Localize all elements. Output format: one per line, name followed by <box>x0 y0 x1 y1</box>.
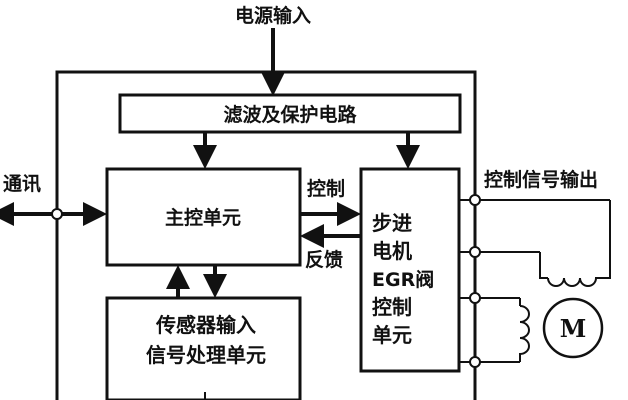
power-input-label: 电源输入 <box>235 4 311 27</box>
sensor-line-2: 信号处理单元 <box>146 343 266 367</box>
feedback-label: 反馈 <box>305 248 343 271</box>
filter-protection-label: 滤波及保护电路 <box>223 103 357 126</box>
stepper-line-1: 步进 <box>372 211 412 235</box>
motor-circle <box>542 297 604 359</box>
sensor-processing-box <box>105 296 302 400</box>
output-terminal-4 <box>469 356 481 368</box>
control-label: 控制 <box>307 177 345 200</box>
stepper-line-5: 单元 <box>372 323 412 347</box>
filter-protection-box <box>118 93 462 134</box>
stepper-egr-control-box <box>359 167 461 373</box>
sensor-line-1: 传感器输入 <box>155 313 256 337</box>
stepper-line-3: EGR阀 <box>372 268 434 291</box>
comm-terminal-node <box>51 208 63 220</box>
horizontal-coil <box>539 200 611 287</box>
output-terminal-2 <box>469 246 481 258</box>
output-terminal-1 <box>469 194 481 206</box>
control-signal-output-label: 控制信号输出 <box>484 168 598 191</box>
main-control-box <box>105 167 302 267</box>
vertical-coil <box>519 298 530 362</box>
output-terminal-3 <box>469 292 481 304</box>
main-control-label: 主控单元 <box>165 206 241 229</box>
stepper-line-4: 控制 <box>372 295 412 319</box>
comm-label: 通讯 <box>3 173 41 195</box>
motor-label: M <box>560 314 587 343</box>
stepper-line-2: 电机 <box>372 239 412 263</box>
